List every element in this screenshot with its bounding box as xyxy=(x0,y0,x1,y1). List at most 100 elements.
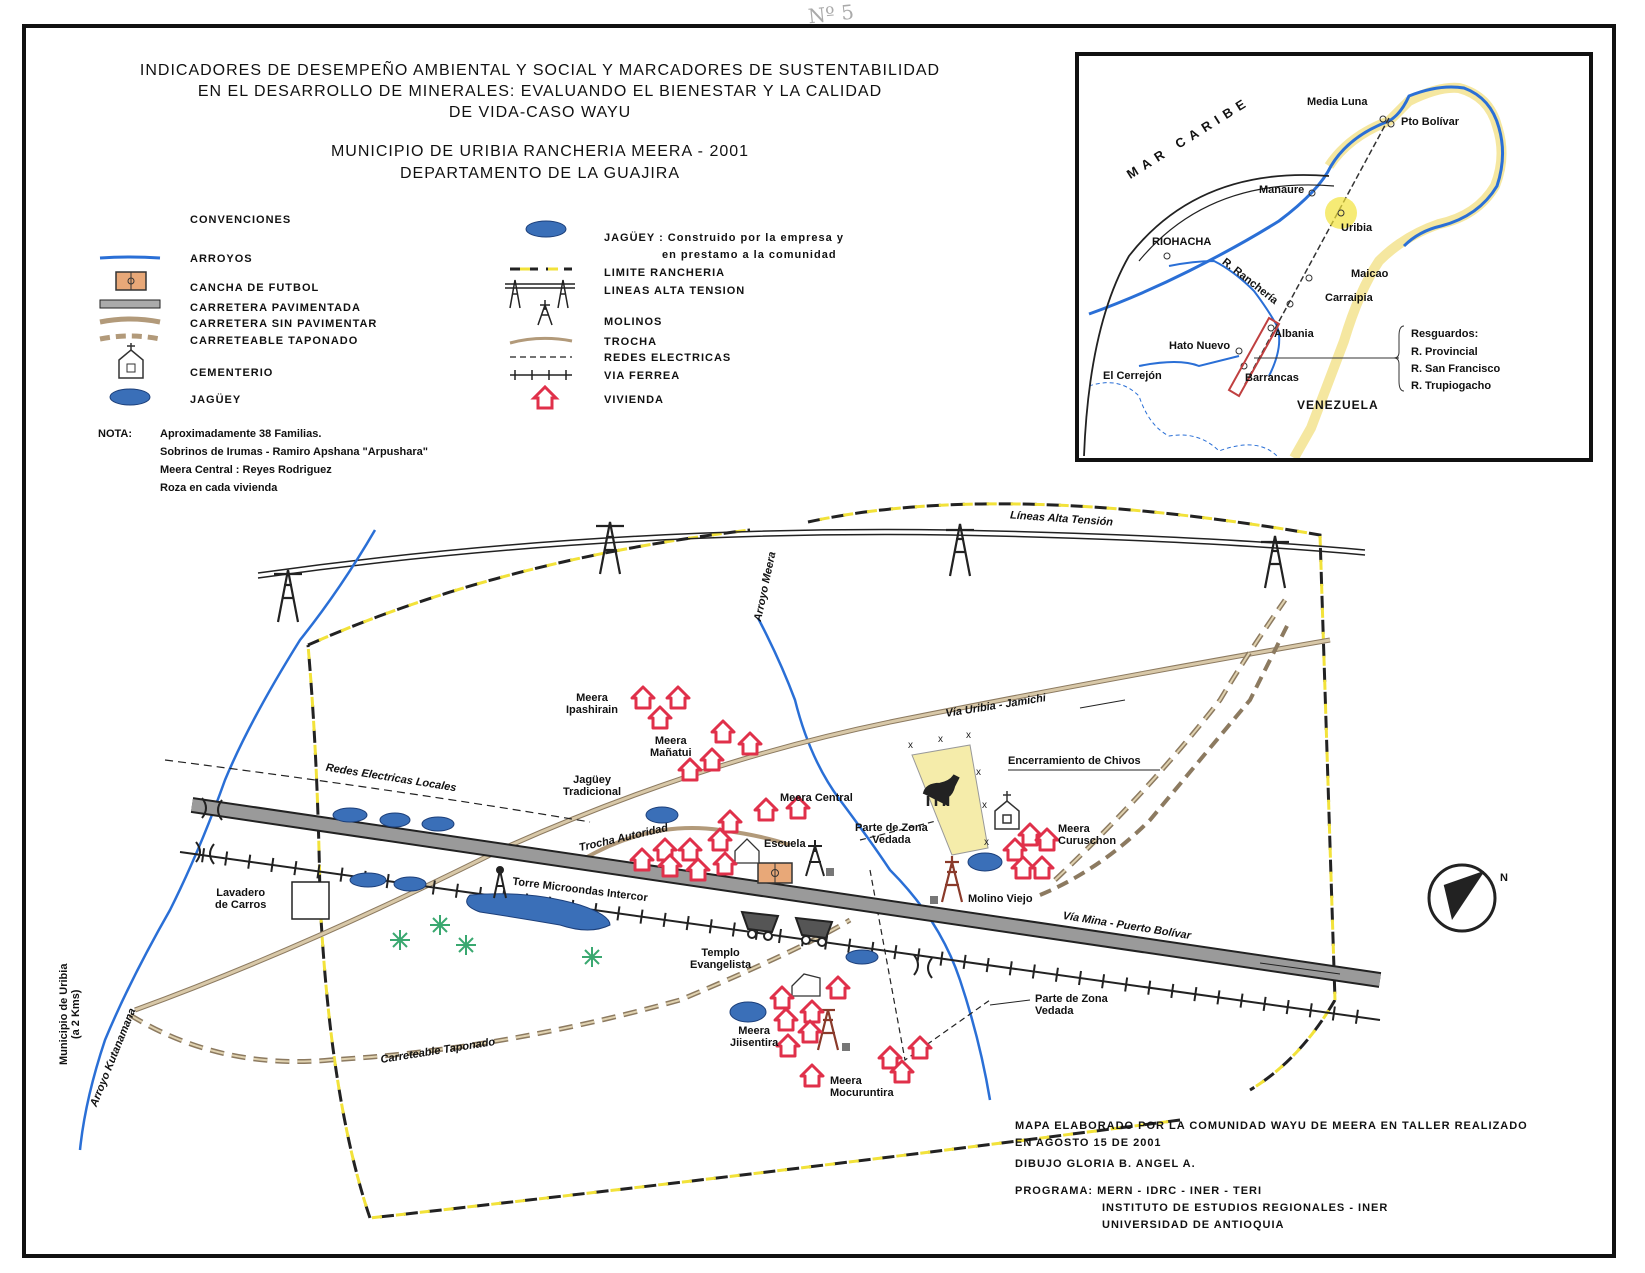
inset-coastline xyxy=(1088,85,1504,316)
lavadero-de-carros xyxy=(291,881,330,920)
inset-coast-fill xyxy=(1289,82,1507,458)
vivienda-icon xyxy=(647,705,673,730)
legend-river-symbol xyxy=(99,255,161,260)
legend-unpaved-symbol xyxy=(99,316,161,325)
rail-tie xyxy=(316,864,321,879)
legend-carretera-sin: CARRETERA SIN PAVIMENTAR xyxy=(190,318,378,330)
redes-electricas-locales xyxy=(164,759,591,823)
viviendas xyxy=(629,685,1060,1088)
cancha-futbol-icon xyxy=(757,862,793,884)
rail-tie xyxy=(1331,1006,1336,1021)
escuela-icon xyxy=(734,838,760,864)
inset-map: MAR CARIBE Media Luna Pto Bolívar Manaur… xyxy=(1075,52,1593,462)
rail-tie xyxy=(1124,977,1129,992)
vivienda-icon xyxy=(629,847,655,872)
legend-trocha: TROCHA xyxy=(604,336,658,348)
legend-jaguey-construido: JAGÜEY : Construido por la empresa y xyxy=(604,232,844,244)
train-wagons xyxy=(740,910,834,947)
rail-tie xyxy=(431,880,436,895)
nota-line4: Roza en cada vivienda xyxy=(160,482,278,494)
rail-tie xyxy=(939,951,944,966)
vivienda-icon xyxy=(630,685,656,710)
rail-tie xyxy=(778,928,782,944)
legend-jaguey-built-symbol xyxy=(525,220,567,238)
legend-redes: REDES ELECTRICAS xyxy=(604,352,732,364)
inset-uribia-highlight xyxy=(1325,197,1357,229)
label-escuela: Escuela xyxy=(764,838,806,850)
vivienda-icon xyxy=(775,1033,801,1058)
rail-tie xyxy=(662,912,667,927)
rail-tie xyxy=(1170,983,1175,999)
vivienda-icon xyxy=(797,1019,823,1044)
inset-river-rancheria xyxy=(1168,259,1281,377)
legend-carreteable-symbol xyxy=(99,333,161,342)
inset-hato-nuevo: Hato Nuevo xyxy=(1169,340,1231,352)
trees xyxy=(390,915,602,967)
svg-text:x: x xyxy=(984,837,989,848)
rail-tie xyxy=(1031,964,1036,979)
inset-maicao: Maicao xyxy=(1351,268,1389,280)
inset-arc-arrow xyxy=(1083,174,1330,457)
vivienda-icon xyxy=(877,1045,903,1070)
vivienda-icon xyxy=(1017,822,1043,847)
inset-river-south xyxy=(1138,355,1240,368)
rancheria-boundary xyxy=(306,502,1337,1220)
rail-tie xyxy=(1054,967,1059,982)
rail-tie xyxy=(847,938,852,953)
rail-tie xyxy=(454,883,459,898)
vivienda-icon xyxy=(799,999,825,1024)
legend-molinos: MOLINOS xyxy=(604,316,663,328)
vivienda-icon xyxy=(753,797,779,822)
vivienda-icon xyxy=(889,1059,915,1084)
label-municipio-uribia: Municipio de Uribia(a 2 Kms) xyxy=(58,963,82,1065)
inset-r-trupiogacho: R. Trupiogacho xyxy=(1411,380,1492,392)
legend-lineas-symbol xyxy=(505,279,575,309)
map-title: INDICADORES DE DESEMPEÑO AMBIENTAL Y SOC… xyxy=(139,62,941,121)
inset-manaure: Manaure xyxy=(1259,184,1305,196)
legend-molino-symbol xyxy=(537,300,553,326)
nota-label: NOTA: xyxy=(98,428,133,440)
rail-tie xyxy=(339,867,344,882)
tower-2 xyxy=(596,521,624,575)
vivienda-icon xyxy=(769,985,795,1010)
vivienda-icon xyxy=(785,795,811,820)
rail-tie xyxy=(1285,999,1290,1015)
svg-text:x: x xyxy=(976,767,981,778)
inset-resguardos: Resguardos: xyxy=(1411,328,1479,340)
legend-carretera-pav: CARRETERA PAVIMENTADA xyxy=(190,302,361,314)
credits: MAPA ELABORADO POR LA COMUNIDAD WAYU DE … xyxy=(1015,1120,1528,1231)
goat-icon xyxy=(922,774,960,806)
vivienda-icon xyxy=(773,1007,799,1032)
bridge-1 xyxy=(195,797,223,865)
tower-3 xyxy=(946,523,974,577)
svg-text:x: x xyxy=(982,800,987,811)
legend-jaguey: JAGÜEY xyxy=(190,394,242,406)
legend-paved-symbol xyxy=(99,299,161,309)
vivienda-icon xyxy=(677,757,703,782)
inset-venezuela: VENEZUELA xyxy=(1297,398,1379,412)
molino-jiisentira xyxy=(816,1008,850,1051)
inset-resguardo-box xyxy=(1227,316,1281,398)
rail-tie xyxy=(201,848,206,863)
vivienda-icon xyxy=(907,1035,933,1060)
molino-central xyxy=(805,840,834,877)
inset-albania: Albania xyxy=(1274,328,1314,340)
legend-cementerio: CEMENTERIO xyxy=(190,367,274,379)
rail-tie xyxy=(893,945,898,960)
rail-tie xyxy=(1239,993,1244,1008)
inset-peninsula xyxy=(1089,87,1504,458)
encerramiento-chivos xyxy=(911,744,989,856)
inset-uribia: Uribia xyxy=(1341,222,1373,234)
rail-tie xyxy=(1101,974,1106,989)
rail-tie xyxy=(1193,987,1198,1002)
vivienda-icon xyxy=(665,685,691,710)
